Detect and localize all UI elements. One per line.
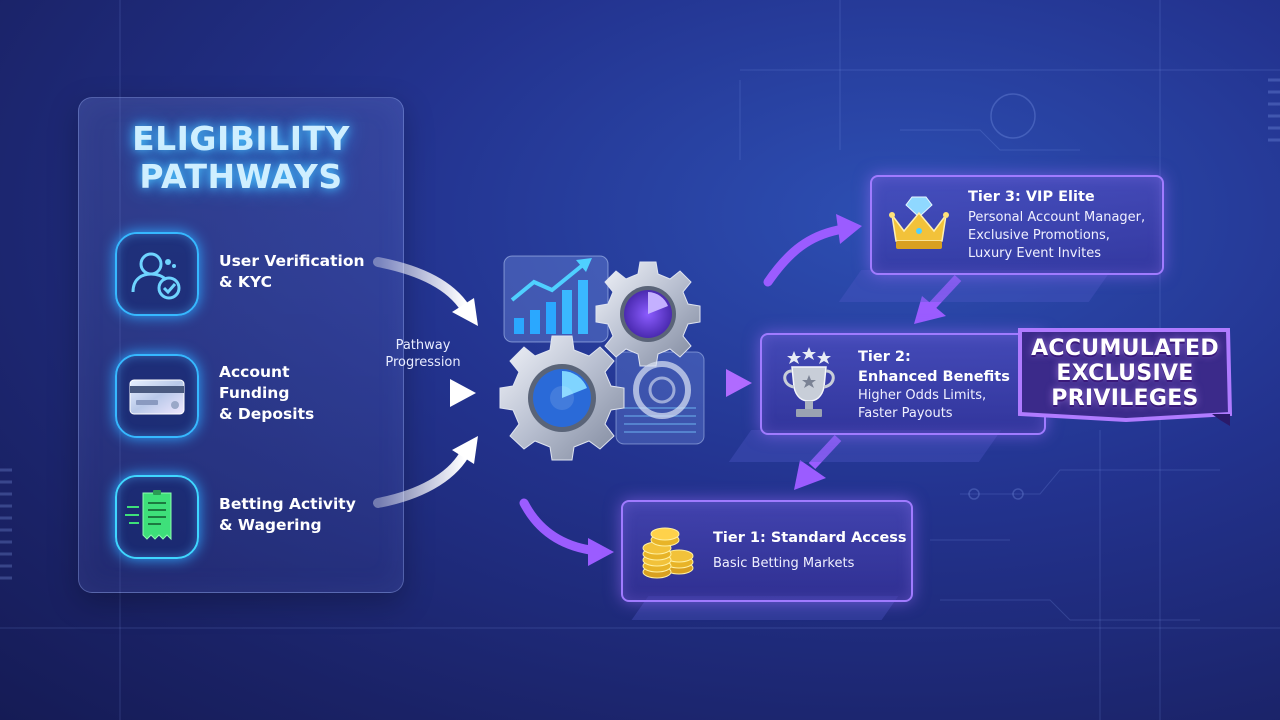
tier-desc-line: Basic Betting Markets	[713, 556, 855, 571]
pathway-label-line: User Verification	[219, 252, 365, 270]
arrow-tier-2-to-tier-1	[808, 434, 842, 470]
badge-text: ACCUMULATED EXCLUSIVE PRIVILEGES	[1016, 336, 1234, 411]
tier-1-card: Tier 1: Standard Access Basic Betting Ma…	[621, 500, 913, 602]
tier-2-title: Tier 2: Enhanced Benefits	[858, 347, 1010, 387]
ribbon-shape	[1018, 328, 1233, 426]
crown-icon	[889, 196, 949, 249]
tier-3-card: Tier 3: VIP Elite Personal Account Manag…	[870, 175, 1164, 275]
panel-title-line-2: PATHWAYS	[139, 157, 343, 196]
arrow-to-tier-3	[763, 225, 843, 287]
tier-3-title: Tier 3: VIP Elite	[968, 189, 1095, 205]
tier-desc-line: Luxury Event Invites	[968, 246, 1101, 261]
tier-2-title-line: Enhanced Benefits	[858, 369, 1010, 385]
tier-1-description: Basic Betting Markets	[713, 555, 854, 573]
tier-desc-line: Higher Odds Limits,	[858, 388, 987, 403]
tier-desc-line: Exclusive Promotions,	[968, 228, 1110, 243]
pathway-label-line: Funding	[219, 384, 290, 402]
tier-desc-line: Faster Payouts	[858, 406, 953, 421]
panel-title: ELIGIBILITY PATHWAYS	[79, 120, 403, 196]
tier-2-card: Tier 2: Enhanced Benefits Higher Odds Li…	[760, 333, 1046, 435]
pathway-label-line: & KYC	[219, 273, 272, 291]
pathway-label-user-verification: User Verification & KYC	[219, 251, 389, 293]
credit-card-icon	[115, 354, 199, 438]
tier-2-title-line: Tier 2:	[858, 349, 911, 365]
flow-label-line: Progression	[385, 355, 461, 370]
trophy-icon	[783, 347, 835, 417]
betting-slip-icon	[115, 475, 199, 559]
pathway-label-betting-activity: Betting Activity & Wagering	[219, 494, 389, 536]
arrow-from-betting	[373, 450, 469, 508]
panel-title-line-1: ELIGIBILITY	[132, 119, 350, 158]
arrow-to-tier-1	[519, 498, 595, 555]
gears-analytics-icon	[499, 255, 705, 461]
arrow-tier-3-to-tier-2	[928, 274, 962, 310]
coins-icon	[642, 527, 694, 579]
tier-3-description: Personal Account Manager, Exclusive Prom…	[968, 209, 1145, 263]
pathway-label-line: Betting Activity	[219, 495, 356, 513]
pathway-label-account-funding: Account Funding & Deposits	[219, 362, 389, 425]
badge-line: EXCLUSIVE	[1056, 361, 1194, 386]
pathway-progression-label: Pathway Progression	[378, 337, 468, 371]
tier-desc-line: Personal Account Manager,	[968, 210, 1146, 225]
user-verified-icon	[115, 232, 199, 316]
flow-label-line: Pathway	[395, 338, 451, 353]
pathway-label-line: & Deposits	[219, 405, 315, 423]
arrow-from-verification	[373, 257, 470, 313]
badge-line: ACCUMULATED	[1031, 336, 1219, 361]
eligibility-pathways-panel: ELIGIBILITY PATHWAYS User Verification &…	[78, 97, 404, 593]
pathway-label-line: & Wagering	[219, 516, 322, 534]
pathway-label-line: Account	[219, 363, 290, 381]
accumulated-privileges-badge: ACCUMULATED EXCLUSIVE PRIVILEGES	[1016, 322, 1234, 426]
badge-line: PRIVILEGES	[1051, 386, 1199, 411]
tier-2-description: Higher Odds Limits, Faster Payouts	[858, 387, 986, 423]
tier-1-title: Tier 1: Standard Access	[713, 530, 907, 546]
